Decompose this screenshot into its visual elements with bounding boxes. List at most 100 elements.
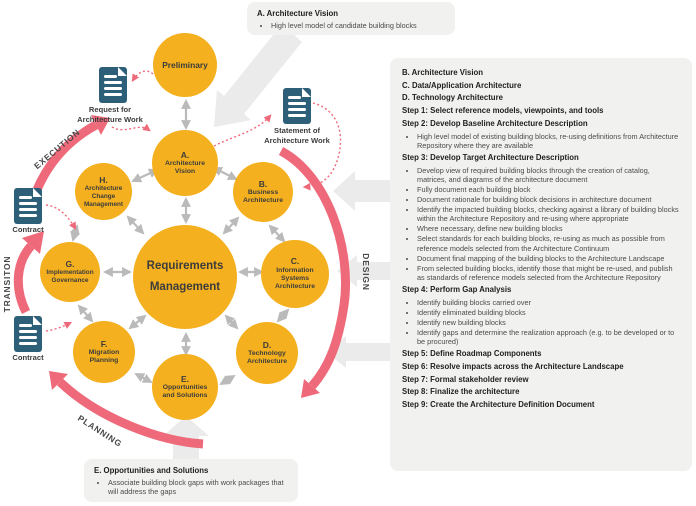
phase-label: Requirements (146, 259, 224, 272)
section-bullets: Identify building blocks carried overIde… (402, 298, 680, 347)
section-bullets: High level model of existing building bl… (402, 132, 680, 150)
callout-arrow-to-b (333, 171, 392, 211)
section-heading: Step 4: Perform Gap Analysis (402, 284, 512, 294)
flow-preliminary-to-request (131, 70, 154, 82)
phase-label: Architecture (242, 197, 284, 205)
bullet-item: High level model of existing building bl… (417, 132, 680, 150)
flow-statement-to-b (302, 102, 342, 191)
detail-panel: B. Architecture Vision C. Data/Applicatio… (390, 58, 692, 471)
document-icon-contract-upper (14, 188, 42, 229)
document-icon (14, 188, 42, 224)
section-heading: Step 2: Develop Baseline Architecture De… (402, 118, 588, 128)
bullet-item: Document rationale for building block de… (417, 195, 680, 204)
document-label-line: Architecture Work (264, 135, 330, 145)
ribbon-label-design: DESIGN (361, 253, 371, 291)
document-label-line: Contract (12, 353, 44, 362)
bullet-item: Identify building blocks carried over (417, 298, 680, 307)
phase-label: and Solutions (162, 392, 208, 400)
callout-arrow-to-d (326, 336, 392, 368)
document-label-contract-upper: Contract (0, 225, 76, 235)
document-icon (99, 67, 127, 103)
document-label-line: Contract (12, 225, 44, 234)
document-icon (14, 316, 42, 352)
section-heading: Step 6: Resolve impacts across the Archi… (402, 361, 624, 371)
document-label-line: Statement of (274, 126, 320, 135)
phase-circle-preliminary: Preliminary (153, 33, 217, 97)
phase-circle-h: H. Architecture Change Management (75, 163, 132, 220)
document-icon-contract-lower (14, 316, 42, 357)
bullet-item: From selected building blocks, identify … (417, 264, 680, 282)
execution-arrowhead (91, 115, 110, 135)
phase-label: Architecture (84, 184, 123, 192)
phase-label: Information (276, 266, 314, 274)
transition-arrowhead (22, 231, 44, 254)
phase-label: Planning (89, 357, 119, 365)
ribbon-label-transition: TRANSITON (2, 255, 12, 313)
document-label-statement: Statement of Architecture Work (249, 126, 345, 146)
document-label-line: Request for (88, 105, 132, 114)
phase-label: Preliminary (162, 59, 208, 70)
bullet-item: Fully document each building block (417, 185, 680, 194)
section-heading: Step 7: Formal stakeholder review (402, 374, 529, 384)
phase-circle-f: F. Migration Planning (73, 321, 135, 383)
phase-label: Governance (51, 277, 89, 285)
design-arrowhead (301, 379, 320, 398)
deliverable-dotted-flows (45, 70, 342, 332)
phase-circle-b: B. Business Architecture (233, 162, 293, 222)
phase-label: Change (91, 192, 116, 200)
bullet-item: Identify new building blocks (417, 318, 680, 327)
bullet-item: High level model of candidate building b… (271, 21, 445, 30)
phase-connectors (70, 99, 290, 386)
document-label-line: Architecture Work (77, 114, 143, 124)
phase-letter: D. (262, 339, 272, 350)
callout-title: E. Opportunities and Solutions (94, 466, 209, 475)
phase-circle-e: E. Opportunities and Solutions (152, 354, 218, 420)
document-label-request: Request for Architecture Work (62, 105, 158, 125)
document-icon-statement (283, 88, 311, 129)
phase-circle-a: A. Architecture Vision (152, 130, 218, 196)
bullet-item: Identify eliminated building blocks (417, 308, 680, 317)
document-icon (283, 88, 311, 124)
planning-arrowhead (49, 371, 68, 390)
document-label-contract-lower: Contract (0, 353, 76, 363)
section-heading: D. Technology Architecture (402, 93, 503, 103)
document-icon-request (99, 67, 127, 108)
phase-letter: G. (65, 259, 75, 270)
phase-label: Architecture (274, 283, 316, 291)
flow-a-to-statement (213, 114, 272, 147)
section-heading: C. Data/Application Architecture (402, 80, 522, 90)
section-heading: Step 9: Create the Architecture Definiti… (402, 400, 595, 410)
design-ribbon-arc (278, 147, 350, 389)
phase-label: Business (247, 188, 279, 196)
phase-letter: C. (290, 256, 300, 267)
phase-label: Opportunities (162, 383, 208, 391)
bullet-item: Document final mapping of the building b… (417, 254, 680, 263)
bullet-item: Where necessary, define new building blo… (417, 224, 680, 233)
section-heading: Step 3: Develop Target Architecture Desc… (402, 152, 579, 162)
section-heading: B. Architecture Vision (402, 68, 484, 77)
bullet-item: Select standards for each building block… (417, 234, 680, 252)
phase-letter: B. (258, 178, 268, 189)
phase-label: Management (83, 200, 124, 208)
phase-label: Management (149, 281, 221, 293)
flow-contract-to-g-lower (45, 321, 73, 332)
phase-label: Architecture (164, 159, 206, 167)
callout-arrow-to-c (337, 255, 392, 287)
bullet-item: Identify the impacted building blocks, c… (417, 205, 680, 223)
phase-circle-g: G. Implementation Governance (40, 242, 100, 302)
section-heading: Step 8: Finalize the architecture (402, 387, 520, 397)
phase-letter: F. (100, 338, 108, 349)
section-heading: Step 5: Define Roadmap Components (402, 349, 542, 359)
flow-contract-to-g-upper (45, 204, 77, 230)
requirements-management-circle: Requirements Management (133, 225, 237, 329)
callout-box-opportunities: E. Opportunities and Solutions Associate… (84, 459, 298, 502)
phase-label: Architecture (246, 358, 288, 366)
callout-arrow-to-a (214, 24, 302, 127)
section-heading: Step 1: Select reference models, viewpoi… (402, 106, 604, 116)
planning-ribbon-arc (56, 378, 204, 449)
bullet-item: Identify gaps and determine the realizat… (417, 328, 680, 346)
phase-circle-d: D. Technology Architecture (236, 322, 298, 384)
phase-letter: E. (180, 373, 190, 384)
